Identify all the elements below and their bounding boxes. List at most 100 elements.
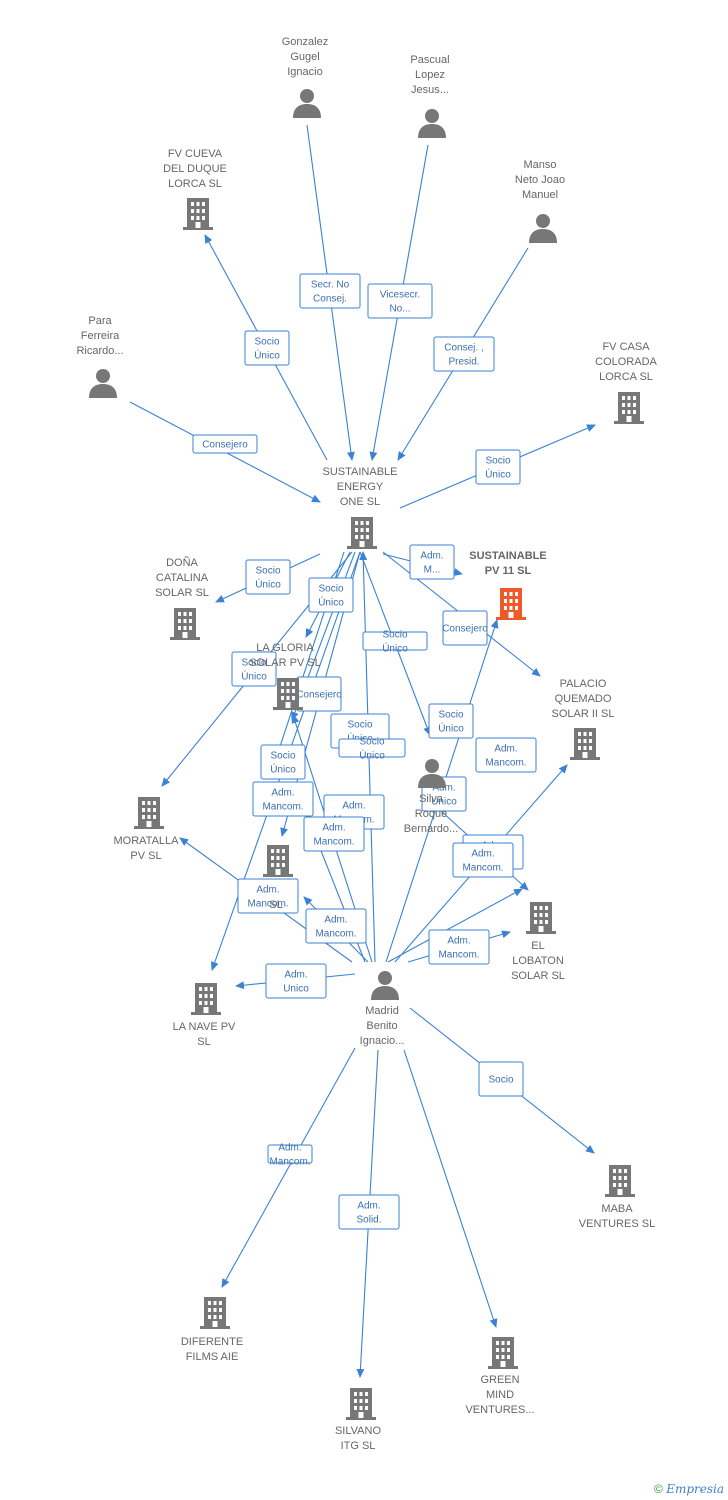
relationship-label-text: Único — [241, 670, 267, 683]
node-label: QUEMADO — [555, 693, 612, 705]
node-label: SL — [197, 1036, 210, 1048]
node-label: FV CASA — [602, 341, 650, 353]
person-node-para[interactable]: ParaFerreiraRicardo... — [76, 315, 124, 398]
relationship-label-box — [428, 929, 490, 965]
building-icon — [488, 1337, 518, 1369]
relationship-label-e28[interactable]: Adm.Unico — [265, 963, 327, 999]
company-node-green[interactable]: GREENMINDVENTURES... — [465, 1337, 535, 1416]
node-label: ONE SL — [340, 496, 380, 508]
relationship-label-box — [475, 449, 521, 485]
relationship-label-e25[interactable]: Adm.Mancom. — [237, 878, 299, 914]
relationship-label-box — [192, 434, 258, 454]
relationship-label-text: Socio — [241, 658, 266, 669]
relationship-label-e24[interactable]: Adm.Mancom. — [452, 842, 514, 878]
company-node-diferente[interactable]: DIFERENTE FILMS AIE — [181, 1297, 243, 1363]
node-label: LA GLORIA — [256, 642, 314, 654]
node-label: DIFERENTE — [181, 1336, 243, 1348]
relationship-label-box — [475, 737, 537, 773]
node-label: SOLAR SL — [511, 970, 565, 982]
person-icon — [371, 971, 399, 1000]
relationship-label-text: Socio — [488, 1075, 513, 1086]
node-label: Bernardo... — [404, 823, 458, 835]
relationship-label-box — [442, 610, 488, 646]
node-label: DOÑA — [166, 556, 198, 569]
relationship-label-e21[interactable]: Adm.Mancom. — [303, 816, 365, 852]
building-icon — [170, 608, 200, 640]
building-icon — [134, 797, 164, 829]
relationship-label-text: Mancom. — [247, 899, 288, 910]
node-label: FILMS AIE — [186, 1351, 239, 1363]
building-icon — [273, 678, 303, 710]
relationship-label-text: Consej. , — [444, 343, 483, 354]
relationship-label-e14[interactable]: Adm.M... — [409, 544, 455, 580]
relationship-label-e3[interactable]: Consej. , Presid. — [433, 336, 495, 372]
brand-name[interactable]: Empresia — [666, 1482, 724, 1496]
relationship-label-text: Mancom. — [269, 1157, 310, 1168]
node-label: Gugel — [290, 51, 319, 63]
person-icon — [418, 759, 446, 788]
relationship-label-e27[interactable]: Adm.Mancom. — [428, 929, 490, 965]
relationship-label-text: Socio — [485, 456, 510, 467]
relationship-label-e11[interactable]: Consejero — [296, 676, 342, 712]
relationship-label-box — [252, 781, 314, 817]
person-node-silva[interactable]: SilvaRoqueBernardo... — [404, 759, 458, 835]
relationship-label-text: Mancom. — [485, 758, 526, 769]
relationship-label-e15[interactable]: Consejero — [442, 610, 488, 646]
relationship-label-e31[interactable]: Adm.Solid. — [338, 1194, 400, 1230]
relationship-label-e29[interactable]: Socio — [478, 1061, 524, 1097]
building-icon — [605, 1165, 635, 1197]
relationship-label-box — [478, 1061, 524, 1097]
node-label: ITG SL — [341, 1440, 376, 1452]
person-icon — [89, 369, 117, 398]
relationship-label-text: Adm. — [324, 915, 347, 926]
node-label: EL — [531, 940, 544, 952]
relationship-label-e2[interactable]: Vicesecr.No... — [367, 283, 433, 319]
copyright-symbol: © — [654, 1482, 663, 1496]
relationship-label-e30[interactable]: Adm.Mancom. — [267, 1143, 313, 1168]
relationship-label-text: Presid. — [448, 357, 479, 368]
relationship-label-e19[interactable]: Adm.Mancom. — [252, 781, 314, 817]
node-label: Manso — [523, 159, 556, 171]
relationship-label-box — [303, 816, 365, 852]
relationship-label-e26[interactable]: Adm.Mancom. — [305, 908, 367, 944]
node-label: MORATALLA — [114, 835, 180, 847]
relationship-label-text: Adm. — [271, 788, 294, 799]
relationship-label-box — [362, 631, 428, 651]
person-icon — [293, 89, 321, 118]
relationship-label-e5[interactable]: Consejero — [192, 434, 258, 454]
relationship-label-e17[interactable]: Adm.Mancom. — [475, 737, 537, 773]
person-node-madrid[interactable]: MadridBenitoIgnacio... — [360, 971, 405, 1047]
node-label: Madrid — [365, 1005, 399, 1017]
relationship-label-text: Único — [318, 596, 344, 609]
person-node-pascual[interactable]: PascualLopezJesus... — [410, 54, 450, 138]
building-icon — [526, 902, 556, 934]
relationship-label-text: Adm. — [342, 801, 365, 812]
relationship-label-text: Secr. No — [311, 280, 350, 291]
relationship-label-text: Unico — [431, 797, 457, 808]
company-node-hidden[interactable]: SL — [263, 845, 293, 911]
